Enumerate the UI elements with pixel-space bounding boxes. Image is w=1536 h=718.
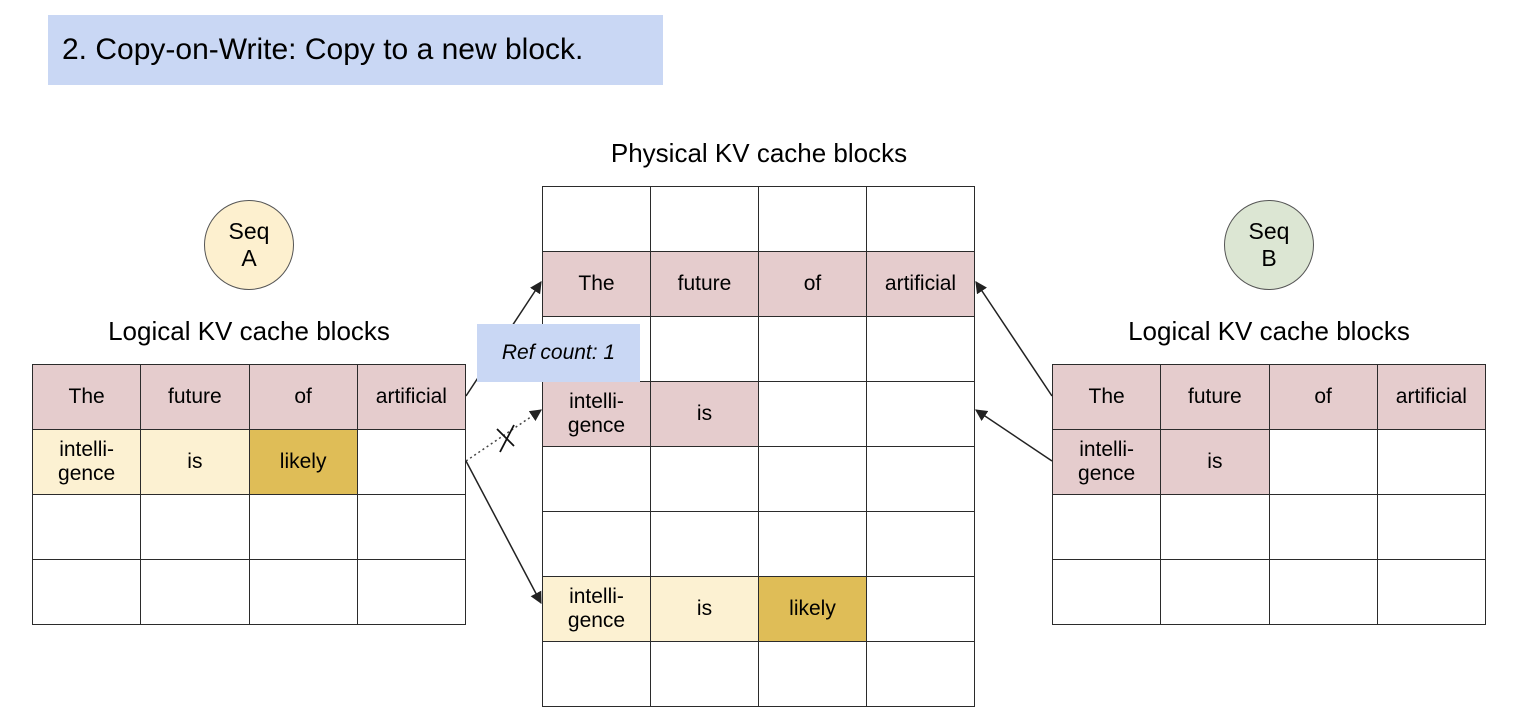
kv-slot: The — [542, 251, 651, 317]
ref-count-label: Ref count: 1 — [477, 324, 640, 382]
seq-a-circle-line2: A — [241, 245, 257, 271]
kv-slot: intelli-gence — [1051, 429, 1162, 495]
kv-slot — [758, 316, 867, 382]
kv-slot — [1376, 429, 1487, 495]
kv-slot — [356, 429, 467, 495]
kv-slot — [356, 494, 467, 560]
kv-slot — [866, 186, 975, 252]
kv-slot — [866, 381, 975, 447]
kv-slot — [140, 494, 250, 560]
kv-slot — [1051, 494, 1162, 560]
seq-b-circle-line1: Seq — [1248, 218, 1290, 244]
kv-slot — [650, 186, 759, 252]
kv-slot: intelli-gence — [542, 576, 651, 642]
kv-slot — [1268, 429, 1378, 495]
kv-slot: future — [1160, 364, 1270, 430]
kv-slot: is — [1160, 429, 1270, 495]
kv-slot — [31, 494, 142, 560]
physical-blocks-title: Physical KV cache blocks — [610, 138, 908, 168]
kv-slot: intelli-gence — [31, 429, 142, 495]
kv-slot: artificial — [866, 251, 975, 317]
kv-slot — [758, 641, 867, 707]
physical-kv-blocks-row — [542, 446, 975, 512]
kv-slot — [1160, 494, 1270, 560]
seq-a-logical-blocks-row — [31, 559, 467, 625]
arrow-b-block1-to-physical3 — [975, 409, 1053, 462]
seq-a-circle-line1: Seq — [228, 218, 270, 244]
kv-slot — [1160, 559, 1270, 625]
kv-slot — [866, 316, 975, 382]
physical-kv-blocks-row — [542, 186, 975, 252]
kv-slot — [248, 559, 358, 625]
kv-slot: future — [650, 251, 759, 317]
kv-slot — [650, 641, 759, 707]
kv-slot: of — [1268, 364, 1378, 430]
kv-slot — [1268, 559, 1378, 625]
kv-slot — [650, 511, 759, 577]
step-banner: 2. Copy-on-Write: Copy to a new block. — [48, 15, 663, 85]
kv-slot — [866, 511, 975, 577]
kv-slot: The — [1051, 364, 1162, 430]
kv-slot: likely — [248, 429, 358, 495]
arrow-b-block0-to-physical1 — [975, 281, 1053, 397]
seq-a-logical-blocks-row — [31, 494, 467, 560]
kv-slot — [866, 576, 975, 642]
physical-kv-blocks-row — [542, 511, 975, 577]
seq-a-circle: Seq A — [204, 200, 294, 290]
seq-b-circle-line2: B — [1261, 245, 1277, 271]
seq-a-logical-title: Logical KV cache blocks — [108, 316, 390, 346]
kv-slot — [1268, 494, 1378, 560]
seq-b-logical-blocks-row — [1051, 494, 1487, 560]
kv-slot: intelli-gence — [542, 381, 651, 447]
kv-slot — [1376, 494, 1487, 560]
physical-kv-blocks-row — [542, 641, 975, 707]
cross-mark-icon — [496, 424, 515, 453]
kv-slot: likely — [758, 576, 867, 642]
arrow-a-block1-to-physical6 — [465, 460, 542, 605]
kv-slot: artificial — [1376, 364, 1487, 430]
seq-b-logical-blocks-row — [1051, 559, 1487, 625]
kv-slot — [542, 186, 651, 252]
seq-b-circle: Seq B — [1224, 200, 1314, 290]
kv-slot — [758, 446, 867, 512]
kv-slot — [758, 381, 867, 447]
kv-slot: of — [248, 364, 358, 430]
kv-slot — [1376, 559, 1487, 625]
kv-slot — [650, 316, 759, 382]
kv-slot — [866, 446, 975, 512]
kv-slot: future — [140, 364, 250, 430]
kv-slot — [1051, 559, 1162, 625]
kv-slot — [356, 559, 467, 625]
kv-slot — [866, 641, 975, 707]
kv-slot: artificial — [356, 364, 467, 430]
kv-slot — [758, 511, 867, 577]
seq-b-logical-title: Logical KV cache blocks — [1128, 316, 1410, 346]
kv-slot — [650, 446, 759, 512]
kv-slot — [542, 641, 651, 707]
kv-slot: The — [31, 364, 142, 430]
kv-slot — [542, 511, 651, 577]
kv-slot — [140, 559, 250, 625]
